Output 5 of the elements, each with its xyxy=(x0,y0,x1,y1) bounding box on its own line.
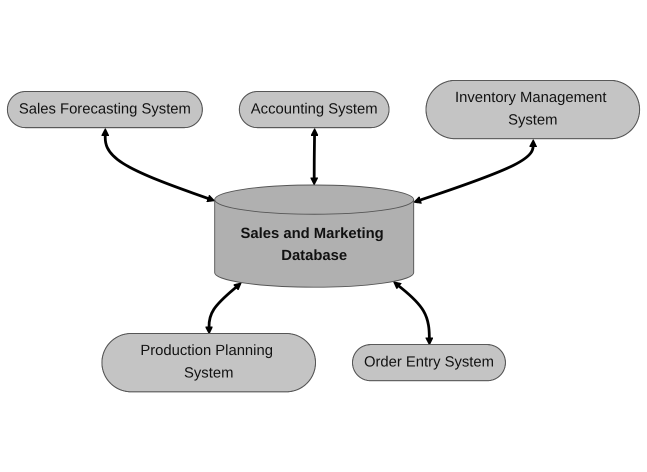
arrow xyxy=(393,281,434,346)
arrow xyxy=(413,139,538,204)
arrow xyxy=(101,128,216,202)
arrow xyxy=(310,128,319,186)
arrow xyxy=(204,282,242,334)
